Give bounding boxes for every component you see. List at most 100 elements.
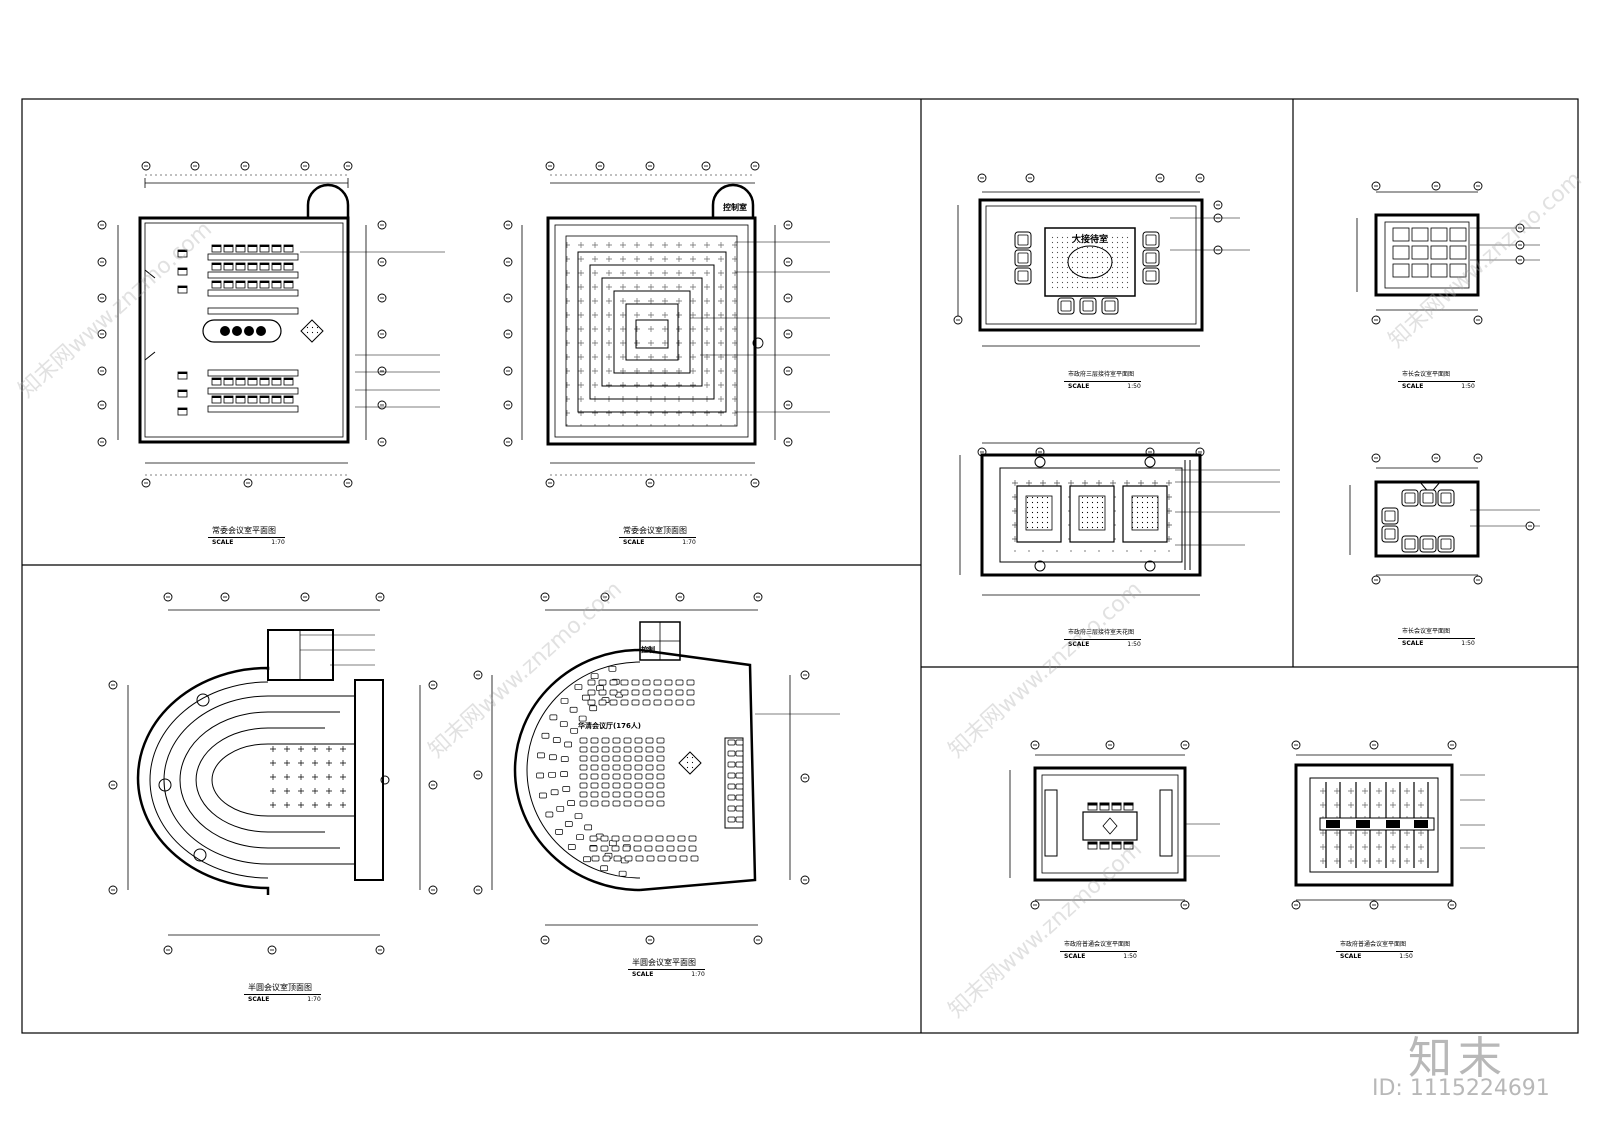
hall-seat <box>634 737 643 744</box>
hall-seat <box>645 755 654 762</box>
hall-seat <box>634 791 643 798</box>
hall-seat <box>677 835 686 842</box>
sheet-frame <box>21 98 1579 1034</box>
hall-seat <box>645 737 654 744</box>
hall-seat <box>584 824 593 831</box>
room-label-small: 控制 <box>641 645 655 654</box>
hall-seat <box>735 750 744 757</box>
hall-seat <box>653 699 662 706</box>
plan-d8-mayor-room-plan-lower <box>1349 453 1540 585</box>
hall-seat <box>735 805 744 812</box>
hall-seat <box>620 679 629 686</box>
hall-seat <box>579 755 588 762</box>
hall-seat <box>609 689 618 696</box>
plan-d6-reception-ceiling-plan <box>959 442 1280 596</box>
hall-seat <box>633 845 642 852</box>
hall-seat <box>624 855 633 862</box>
hall-seat <box>576 834 584 841</box>
hall-seat <box>656 737 665 744</box>
hall-seat <box>633 835 642 842</box>
hall-seat <box>590 746 599 753</box>
hall-seat <box>634 782 643 789</box>
hall-seat <box>567 800 575 806</box>
hall-seat <box>612 791 621 798</box>
chairs-d4 <box>536 665 744 877</box>
hall-seat <box>727 761 736 768</box>
hall-seat <box>623 764 632 771</box>
drawing-title-text: 市政府三层接待室天花图 <box>1064 628 1141 640</box>
hall-seat <box>727 739 736 746</box>
hall-seat <box>539 792 547 799</box>
hall-seat <box>600 865 609 872</box>
drawing-title-text: 市政府普通会议室平面图 <box>1060 940 1137 952</box>
hall-seat <box>590 764 599 771</box>
hall-seat <box>598 689 607 696</box>
hall-seat <box>645 764 654 771</box>
hall-seat <box>631 689 640 696</box>
hall-seat <box>556 805 565 812</box>
hall-seat <box>601 737 610 744</box>
hall-seat <box>620 699 629 706</box>
hall-seat <box>656 764 665 771</box>
hall-seat <box>634 764 643 771</box>
hall-seat <box>645 800 654 807</box>
hall-seat <box>657 855 666 862</box>
hall-seat <box>564 821 573 827</box>
seating-rows-lower <box>207 369 299 413</box>
hall-seat <box>642 679 651 686</box>
plan-d7-mayor-room-plan-upper <box>1356 181 1540 325</box>
hall-seat <box>656 800 665 807</box>
plan-d4-semicircle-room-floor-plan <box>473 592 840 945</box>
hall-seat <box>560 698 569 704</box>
hall-seat <box>567 844 576 850</box>
hall-seat <box>675 699 684 706</box>
hall-seat <box>634 755 643 762</box>
hall-seat <box>727 805 736 812</box>
hall-seat <box>560 771 568 777</box>
plan-d3-semicircle-room-ceiling-plan <box>108 592 438 955</box>
hall-seat <box>545 811 554 818</box>
hall-seat <box>620 689 629 696</box>
hall-seat <box>645 773 654 780</box>
hall-seat <box>601 791 610 798</box>
drawing-title-text: 半圆会议室顶面图 <box>244 983 321 995</box>
hall-seat <box>727 816 736 823</box>
hall-seat <box>618 870 627 877</box>
hall-seat <box>613 855 622 862</box>
hall-seat <box>727 750 736 757</box>
plan-d10-general-meeting-room-plan-b <box>1291 740 1485 910</box>
hall-seat <box>735 783 744 790</box>
hall-seat <box>579 737 588 744</box>
brand-logo: 知末 <box>1408 1033 1508 1084</box>
hall-seat <box>623 791 632 798</box>
hall-seat <box>727 794 736 801</box>
hall-seat <box>590 800 599 807</box>
hall-seat <box>601 755 610 762</box>
hall-seat <box>550 789 559 796</box>
hall-seat <box>735 816 744 823</box>
hall-seat <box>735 794 744 801</box>
room-label-reception-hall: 大接待室 <box>1072 233 1108 245</box>
hall-seat <box>655 835 664 842</box>
hall-seat <box>635 855 644 862</box>
hall-seat <box>645 782 654 789</box>
hall-seat <box>612 800 621 807</box>
plan-d9-general-meeting-room-plan-a <box>1009 740 1220 910</box>
hall-seat <box>656 746 665 753</box>
hall-seat <box>590 782 599 789</box>
hall-seat <box>589 845 598 852</box>
hall-seat <box>666 835 675 842</box>
